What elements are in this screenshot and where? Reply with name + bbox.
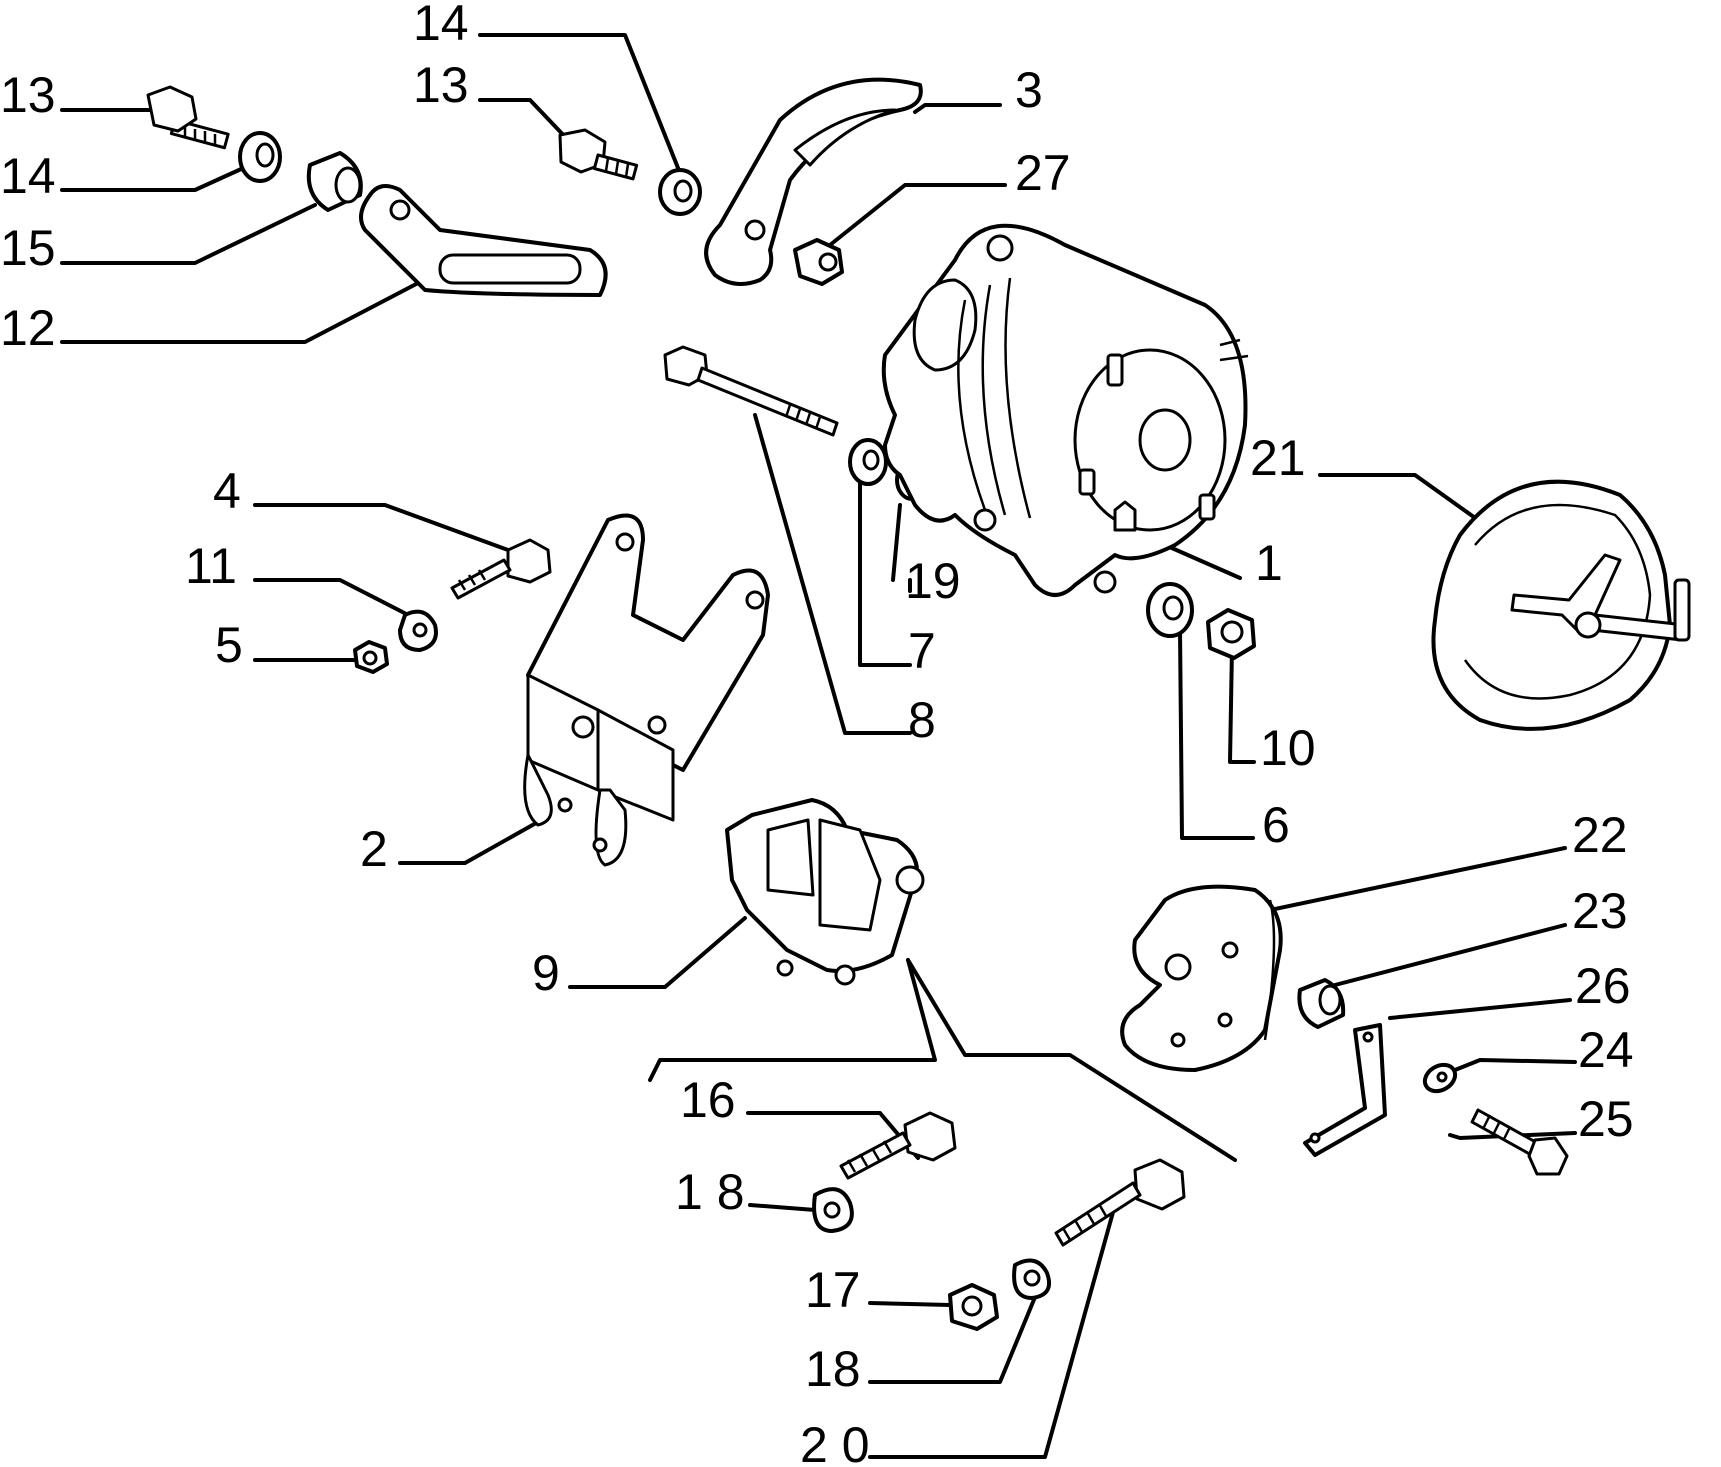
label-6: 6 (1262, 797, 1290, 853)
label-18-upper: 1 8 (675, 1164, 745, 1220)
nut-5 (353, 640, 389, 674)
washer-7 (848, 438, 888, 486)
washer-6 (1146, 582, 1194, 638)
bolt-16 (839, 1111, 957, 1180)
label-13-left: 13 (0, 67, 56, 123)
cover-21 (1431, 479, 1691, 731)
alternator-1 (881, 223, 1249, 597)
bolt-13-center (558, 128, 639, 181)
label-11: 11 (185, 538, 237, 594)
label-4: 4 (213, 463, 241, 519)
label-22: 22 (1572, 807, 1628, 863)
label-5: 5 (215, 617, 243, 673)
label-10: 10 (1260, 720, 1316, 776)
label-13-center: 13 (413, 57, 469, 113)
plate-22 (1120, 884, 1283, 1072)
label-25: 25 (1578, 1091, 1634, 1147)
long-bolt-8 (663, 345, 839, 437)
clip-26 (1303, 1023, 1387, 1157)
callout-labels: 13 14 15 12 14 13 3 27 4 11 5 2 21 1 19 … (0, 0, 1634, 1467)
label-12: 12 (0, 300, 56, 356)
bolt-4 (450, 538, 552, 600)
bolt-25 (1470, 1108, 1569, 1176)
label-9: 9 (532, 945, 560, 1001)
nut-17 (948, 1283, 999, 1331)
label-3: 3 (1015, 62, 1043, 118)
spacer-15 (306, 151, 363, 212)
label-7: 7 (908, 623, 936, 679)
label-2: 2 (360, 821, 388, 877)
washer-14-center (658, 168, 702, 216)
label-14-left: 14 (0, 148, 56, 204)
washer-14-left (238, 131, 282, 183)
label-23: 23 (1572, 883, 1628, 939)
spacer-23 (1297, 978, 1346, 1029)
label-1: 1 (1255, 535, 1283, 591)
bolt-13-left (146, 85, 230, 150)
label-8: 8 (908, 692, 936, 748)
bracket-2 (523, 513, 770, 867)
label-17: 17 (805, 1262, 861, 1318)
arm-3 (704, 77, 923, 286)
washer-24 (1422, 1062, 1458, 1094)
washer-18-lower (1012, 1258, 1052, 1300)
washer-11 (398, 609, 438, 652)
nut-10 (1206, 608, 1256, 660)
bolt-20 (1054, 1158, 1186, 1247)
label-16: 16 (680, 1072, 736, 1128)
washer-18-upper (812, 1187, 854, 1233)
nut-27 (793, 238, 844, 286)
mount-9 (725, 798, 925, 986)
label-21: 21 (1250, 430, 1306, 486)
label-19: 19 (905, 553, 961, 609)
label-27: 27 (1015, 145, 1071, 201)
label-24: 24 (1578, 1022, 1634, 1078)
leader-lines (60, 33, 1577, 1459)
label-26: 26 (1575, 958, 1631, 1014)
label-20: 2 0 (800, 1417, 870, 1467)
label-18-lower: 18 (805, 1341, 861, 1397)
label-15: 15 (0, 220, 56, 276)
label-14-center: 14 (413, 0, 469, 51)
bracket-12 (359, 184, 608, 297)
